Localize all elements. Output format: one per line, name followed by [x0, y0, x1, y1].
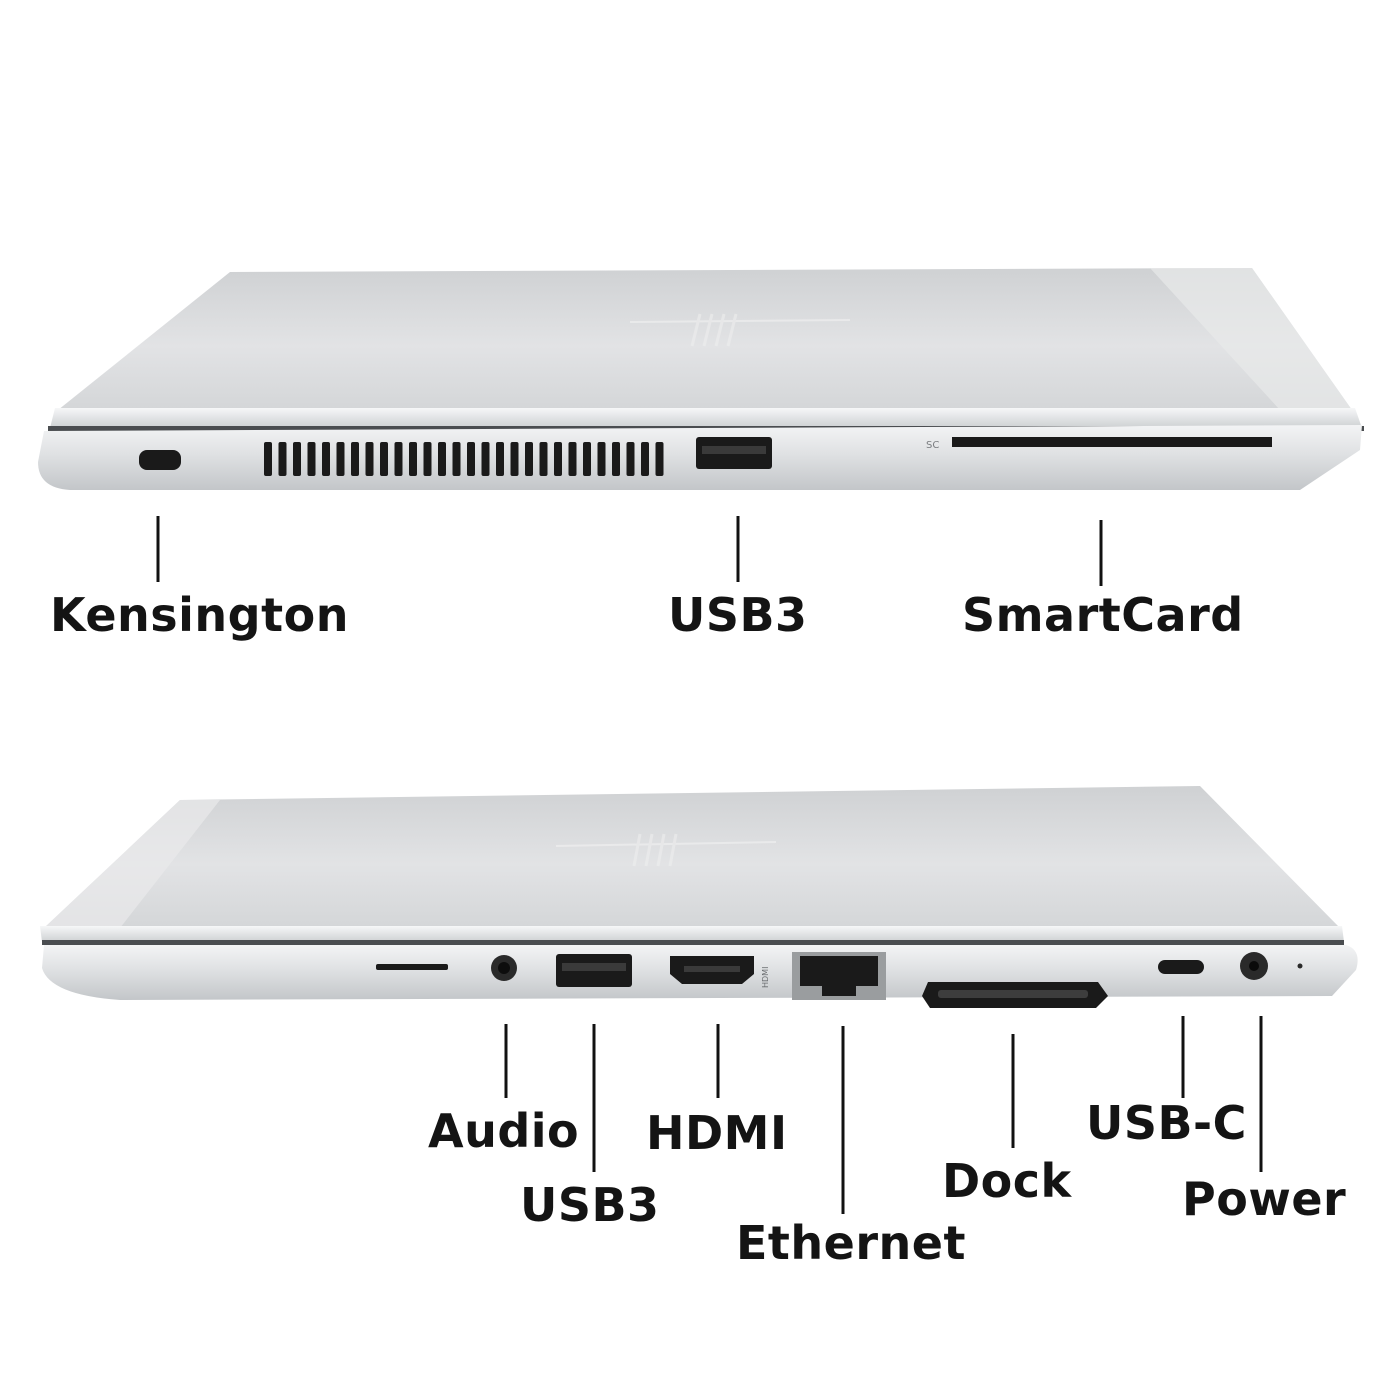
vent-slat — [278, 442, 287, 476]
cooling-vent — [264, 442, 664, 476]
dock-label: Dock — [942, 1154, 1072, 1208]
dock-connector — [922, 982, 1108, 1008]
vent-slat — [612, 442, 620, 476]
vent-slat — [293, 442, 301, 476]
vent-slat — [351, 442, 359, 476]
smartcard-slot — [952, 437, 1272, 447]
ethernet-port — [792, 952, 886, 1000]
kensington-label: Kensington — [50, 588, 349, 642]
hp-logo — [555, 833, 777, 867]
vent-slat — [568, 442, 577, 476]
ethernet-label: Ethernet — [736, 1216, 966, 1270]
usb3-port — [696, 437, 772, 469]
power-label: Power — [1182, 1172, 1347, 1226]
microsd-slot — [376, 964, 448, 970]
vent-slat — [510, 442, 519, 476]
usb-c-label: USB-C — [1086, 1096, 1247, 1150]
kensington-slot — [139, 450, 181, 470]
vent-slat — [641, 442, 649, 476]
hdmi-port — [670, 956, 754, 984]
vent-slat — [554, 442, 562, 476]
vent-slat — [365, 442, 374, 476]
vent-slat — [264, 442, 272, 476]
usb-c-port — [1158, 960, 1204, 974]
vent-slat — [539, 442, 548, 476]
vent-slat — [597, 442, 606, 476]
vent-slat — [626, 442, 635, 476]
vent-slat — [496, 442, 504, 476]
vent-slat — [336, 442, 345, 476]
audio-jack — [491, 955, 517, 981]
vent-slat — [322, 442, 330, 476]
usb3-label: USB3 — [520, 1178, 660, 1232]
vent-slat — [423, 442, 432, 476]
vent-slat — [525, 442, 533, 476]
laptop-left-side-view: SC — [38, 268, 1364, 586]
vent-slat — [394, 442, 403, 476]
usb3-port — [556, 954, 632, 987]
hdmi-label: HDMI — [646, 1106, 788, 1160]
vent-slat — [452, 442, 461, 476]
vent-slat — [655, 442, 664, 476]
vent-slat — [409, 442, 417, 476]
vent-slat — [467, 442, 475, 476]
laptop-lid — [44, 786, 1340, 928]
hp-logo — [629, 313, 851, 347]
hdmi-port-marking: HDMI — [761, 967, 770, 988]
vent-slat — [583, 442, 591, 476]
vent-slat — [481, 442, 490, 476]
vent-slat — [380, 442, 388, 476]
power-jack — [1240, 952, 1303, 980]
laptop-right-side-view: HDMI — [40, 786, 1358, 1214]
smartcard-slot-marking: SC — [926, 440, 939, 451]
vent-slat — [438, 442, 446, 476]
audio-label: Audio — [428, 1104, 580, 1158]
usb3-label: USB3 — [668, 588, 808, 642]
smartcard-label: SmartCard — [962, 588, 1244, 642]
vent-slat — [307, 442, 316, 476]
